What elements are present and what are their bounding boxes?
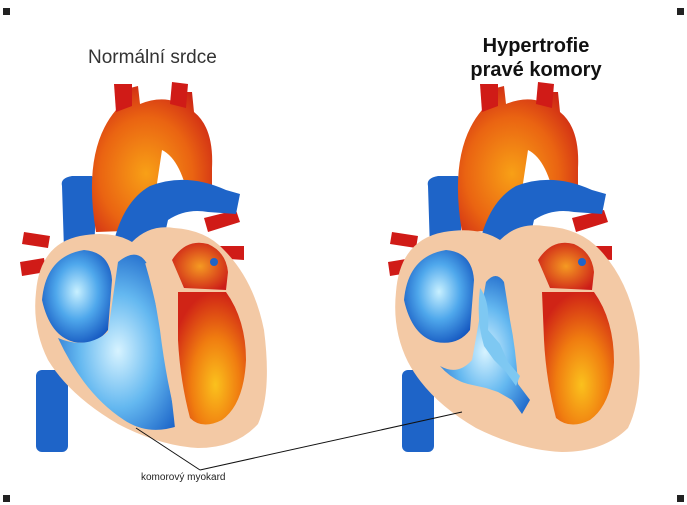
hypertrophic-heart [388, 82, 640, 452]
aortic-branch [536, 82, 554, 108]
valve-highlight [578, 258, 586, 266]
hypertrophy-title: Hypertrofie pravé komory [452, 34, 620, 82]
valve-highlight [210, 258, 218, 266]
myocardium-label: komorový myokard [141, 472, 225, 483]
left-ventricle [542, 292, 614, 425]
normal-heart [20, 82, 267, 452]
inferior-vena-cava [36, 370, 68, 452]
hypertrophy-title-line1: Hypertrofie [452, 34, 620, 58]
aortic-branch [170, 82, 188, 108]
normal-heart-title: Normální srdce [88, 47, 217, 69]
hypertrophy-title-line2: pravé komory [452, 58, 620, 82]
